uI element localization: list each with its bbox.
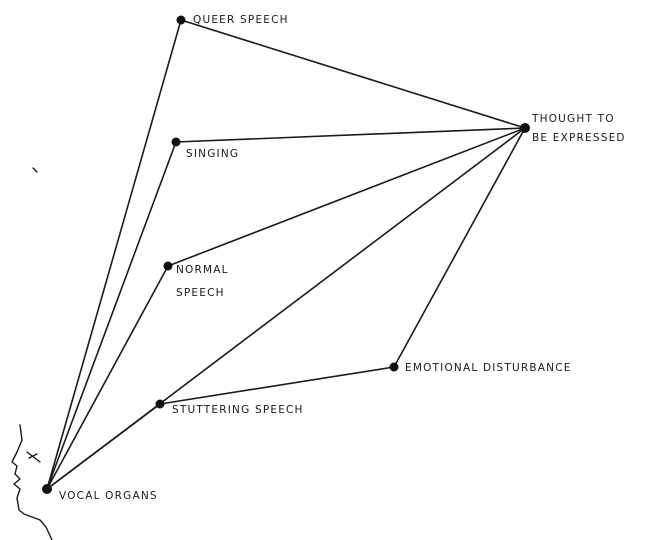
node-queer-speech bbox=[176, 15, 186, 25]
label-emotional-disturbance: EMOTIONAL DISTURBANCE bbox=[405, 362, 572, 374]
label-normal-speech-line1: NORMAL bbox=[176, 264, 229, 276]
head-profile-icon bbox=[11, 424, 53, 540]
node-stuttering-speech bbox=[155, 399, 165, 409]
label-stuttering-speech: STUTTERING SPEECH bbox=[172, 404, 304, 416]
node-emotional-disturbance bbox=[389, 362, 399, 372]
edge-vocal-organs-to-singing bbox=[46, 141, 177, 490]
node-normal-speech bbox=[163, 261, 173, 271]
edge-stuttering-speech-to-emotional-disturbance bbox=[159, 366, 395, 405]
edge-emotional-disturbance-to-thought bbox=[393, 127, 526, 368]
edge-singing-to-thought bbox=[175, 127, 526, 143]
edge-normal-speech-to-thought bbox=[167, 127, 526, 267]
label-thought-line2: BE EXPRESSED bbox=[532, 132, 626, 144]
stray-mark bbox=[32, 167, 38, 173]
label-thought-line1: THOUGHT TO bbox=[531, 113, 615, 125]
node-singing bbox=[171, 137, 181, 147]
edge-vocal-organs-to-normal-speech bbox=[46, 265, 169, 490]
edge-queer-speech-to-thought bbox=[180, 19, 526, 129]
edge-vocal-organs-to-thought bbox=[46, 127, 526, 490]
eye-icon bbox=[26, 451, 41, 463]
node-thought bbox=[520, 123, 530, 133]
label-vocal-organs: VOCAL ORGANS bbox=[59, 490, 158, 502]
diagram-edges bbox=[46, 19, 526, 490]
node-vocal-organs bbox=[42, 484, 52, 494]
edge-vocal-organs-to-queer-speech bbox=[46, 19, 182, 490]
diagram-labels: QUEER SPEECH SINGING NORMAL SPEECH STUTT… bbox=[59, 14, 626, 502]
label-queer-speech: QUEER SPEECH bbox=[193, 14, 289, 26]
label-singing: SINGING bbox=[186, 148, 239, 160]
label-normal-speech-line2: SPEECH bbox=[176, 287, 225, 299]
diagram-nodes bbox=[42, 15, 530, 494]
